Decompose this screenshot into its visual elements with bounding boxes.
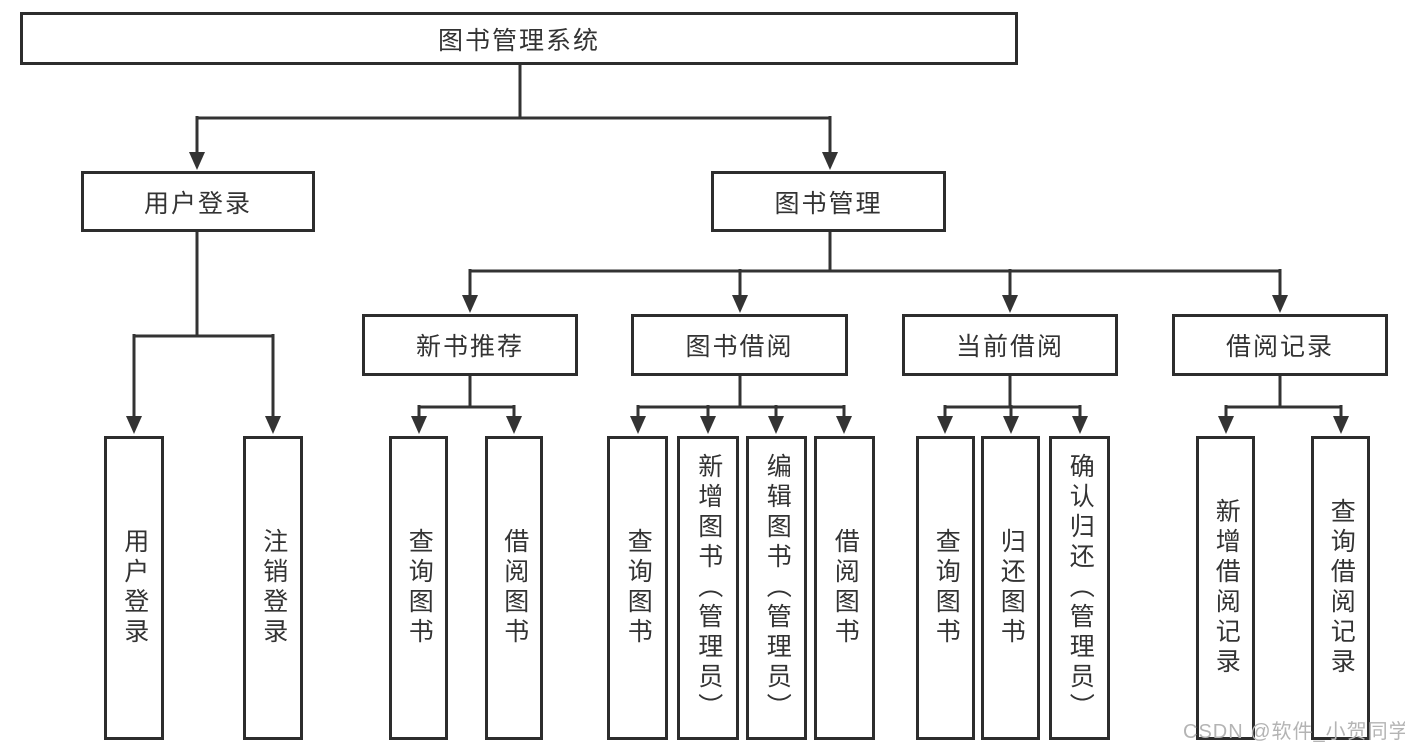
csdn-watermark: CSDN @软件_小贺同学 (1183, 721, 1405, 743)
connector-current-branch (937, 376, 1088, 434)
connector-borrow-branch (630, 376, 852, 434)
node-label: 新书推荐 (415, 333, 524, 361)
node-library-management-system: 图书管理系统 (20, 12, 1018, 65)
leaf-add-books-admin: 新增图书（管理员） (677, 436, 739, 740)
node-book-borrow: 图书借阅 (631, 314, 848, 376)
node-label: 确认归还（管理员） (1066, 453, 1095, 723)
node-label: 当前借阅 (955, 333, 1064, 361)
leaf-borrow-books: 借阅图书 (814, 436, 875, 740)
node-label: 借阅图书 (831, 528, 860, 648)
leaf-edit-books-admin: 编辑图书（管理员） (746, 436, 807, 740)
node-label: 借阅记录 (1225, 333, 1334, 361)
leaf-query-borrow-record: 查询借阅记录 (1311, 436, 1370, 740)
connector-new-rec-branch (411, 376, 522, 434)
node-label: 图书借阅 (685, 333, 794, 361)
leaf-query-books-borrow: 查询图书 (607, 436, 668, 740)
leaf-return-books: 归还图书 (981, 436, 1040, 740)
node-label: 注销登录 (259, 528, 288, 648)
connector-root-to-level2 (189, 65, 838, 170)
leaf-confirm-return-admin: 确认归还（管理员） (1049, 436, 1110, 740)
node-user-login-module: 用户登录 (81, 171, 315, 232)
node-label: 归还图书 (997, 528, 1026, 648)
node-label: 新增图书（管理员） (694, 453, 723, 723)
leaf-borrow-books-rec: 借阅图书 (485, 436, 543, 740)
node-label: 用户登录 (143, 189, 252, 218)
node-label: 用户登录 (120, 528, 149, 648)
connector-book-mgmt-to-level3 (462, 232, 1288, 313)
connector-records-branch (1218, 376, 1349, 434)
node-new-book-recommend: 新书推荐 (362, 314, 578, 376)
node-label: 查询图书 (932, 528, 961, 648)
leaf-add-borrow-record: 新增借阅记录 (1196, 436, 1255, 740)
node-label: 新增借阅记录 (1212, 498, 1241, 678)
leaf-query-books-rec: 查询图书 (389, 436, 448, 740)
node-label: 借阅图书 (500, 528, 529, 648)
node-current-borrow: 当前借阅 (902, 314, 1118, 376)
node-book-management-module: 图书管理 (711, 171, 946, 232)
node-label: 查询借阅记录 (1327, 498, 1356, 678)
node-label: 图书管理系统 (437, 26, 600, 55)
node-label: 查询图书 (624, 528, 653, 648)
leaf-user-login: 用户登录 (104, 436, 164, 740)
leaf-logout: 注销登录 (243, 436, 303, 740)
node-borrow-records: 借阅记录 (1172, 314, 1388, 376)
node-label: 编辑图书（管理员） (763, 453, 792, 723)
node-label: 图书管理 (774, 189, 883, 218)
node-label: 查询图书 (405, 528, 434, 648)
leaf-query-books-current: 查询图书 (916, 436, 975, 740)
connector-user-login-branch (126, 232, 281, 434)
